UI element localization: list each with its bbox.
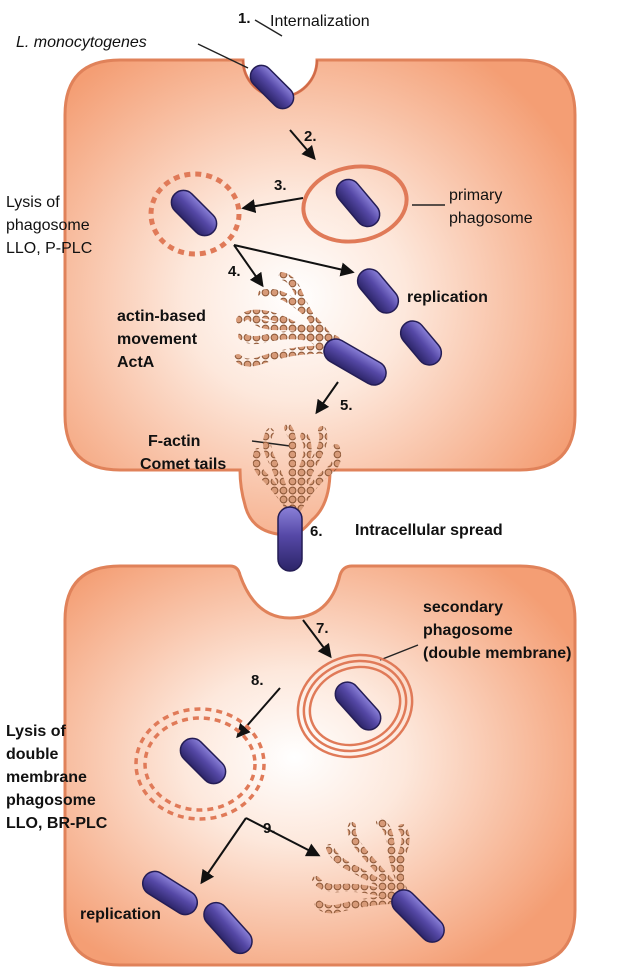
lysis-double-label-3: membrane xyxy=(6,768,87,788)
secondary-phagosome-label-1: secondary xyxy=(423,598,503,618)
replication-label-bottom: replication xyxy=(80,905,161,925)
lysis-label-3: LLO, P-PLC xyxy=(6,239,92,259)
organism-label: L. monocytogenes xyxy=(16,33,147,53)
factin-label-1: F-actin xyxy=(148,432,200,452)
step-7-number: 7. xyxy=(316,620,329,639)
step-9-number: 9. xyxy=(263,820,276,839)
replication-label-top: replication xyxy=(407,288,488,308)
step-4-number: 4. xyxy=(228,263,241,282)
lysis-double-label-5: LLO, BR-PLC xyxy=(6,814,107,834)
internalization-label: Internalization xyxy=(270,12,370,32)
actin-movement-label-1: actin-based xyxy=(117,307,206,327)
actin-movement-label-2: movement xyxy=(117,330,197,350)
lysis-label-1: Lysis of xyxy=(6,193,60,213)
primary-phagosome-label-2: phagosome xyxy=(449,209,533,229)
step-8-number: 8. xyxy=(251,672,264,691)
lysis-double-label-1: Lysis of xyxy=(6,722,66,742)
secondary-phagosome-label-2: phagosome xyxy=(423,621,513,641)
step-3-number: 3. xyxy=(274,177,287,196)
actin-filament xyxy=(288,428,292,508)
step-1-number: 1. xyxy=(238,10,251,29)
factin-label-2: Comet tails xyxy=(140,455,226,475)
secondary-phagosome-label-3: (double membrane) xyxy=(423,644,571,664)
step-2-number: 2. xyxy=(304,128,317,147)
bacterium-spreading xyxy=(278,507,302,571)
step-6-number: 6. xyxy=(310,523,323,542)
step-5-number: 5. xyxy=(340,397,353,416)
lysis-label-2: phagosome xyxy=(6,216,90,236)
actin-movement-label-3: ActA xyxy=(117,353,154,373)
lysis-double-label-2: double xyxy=(6,745,58,765)
lysis-double-label-4: phagosome xyxy=(6,791,96,811)
primary-phagosome-label-1: primary xyxy=(449,186,502,206)
intracellular-spread-label: Intracellular spread xyxy=(355,521,503,541)
